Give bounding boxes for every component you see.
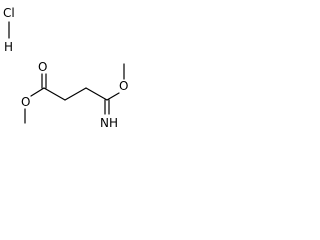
bond-carbonyl-c-to-ch2-a: [43, 87, 66, 101]
bond-ch2-b-to-imidate-c: [85, 87, 108, 101]
atom-ester-ether-oxygen: O: [21, 95, 30, 109]
bond-ch2-a-to-ch2-b: [64, 87, 87, 101]
bond-imidate-c-to-o: [106, 92, 120, 101]
atom-chlorine: Cl: [3, 6, 15, 20]
atom-ester-carbonyl-oxygen: O: [38, 60, 47, 74]
molecule-structure-diagram: Cl H O O O NH: [3, 6, 128, 130]
atom-imine-nitrogen: NH: [100, 116, 118, 130]
atom-hydrogen: H: [4, 40, 13, 54]
atom-imidate-oxygen: O: [119, 79, 128, 93]
bond-carbonyl-c-to-ether-o: [30, 87, 45, 97]
